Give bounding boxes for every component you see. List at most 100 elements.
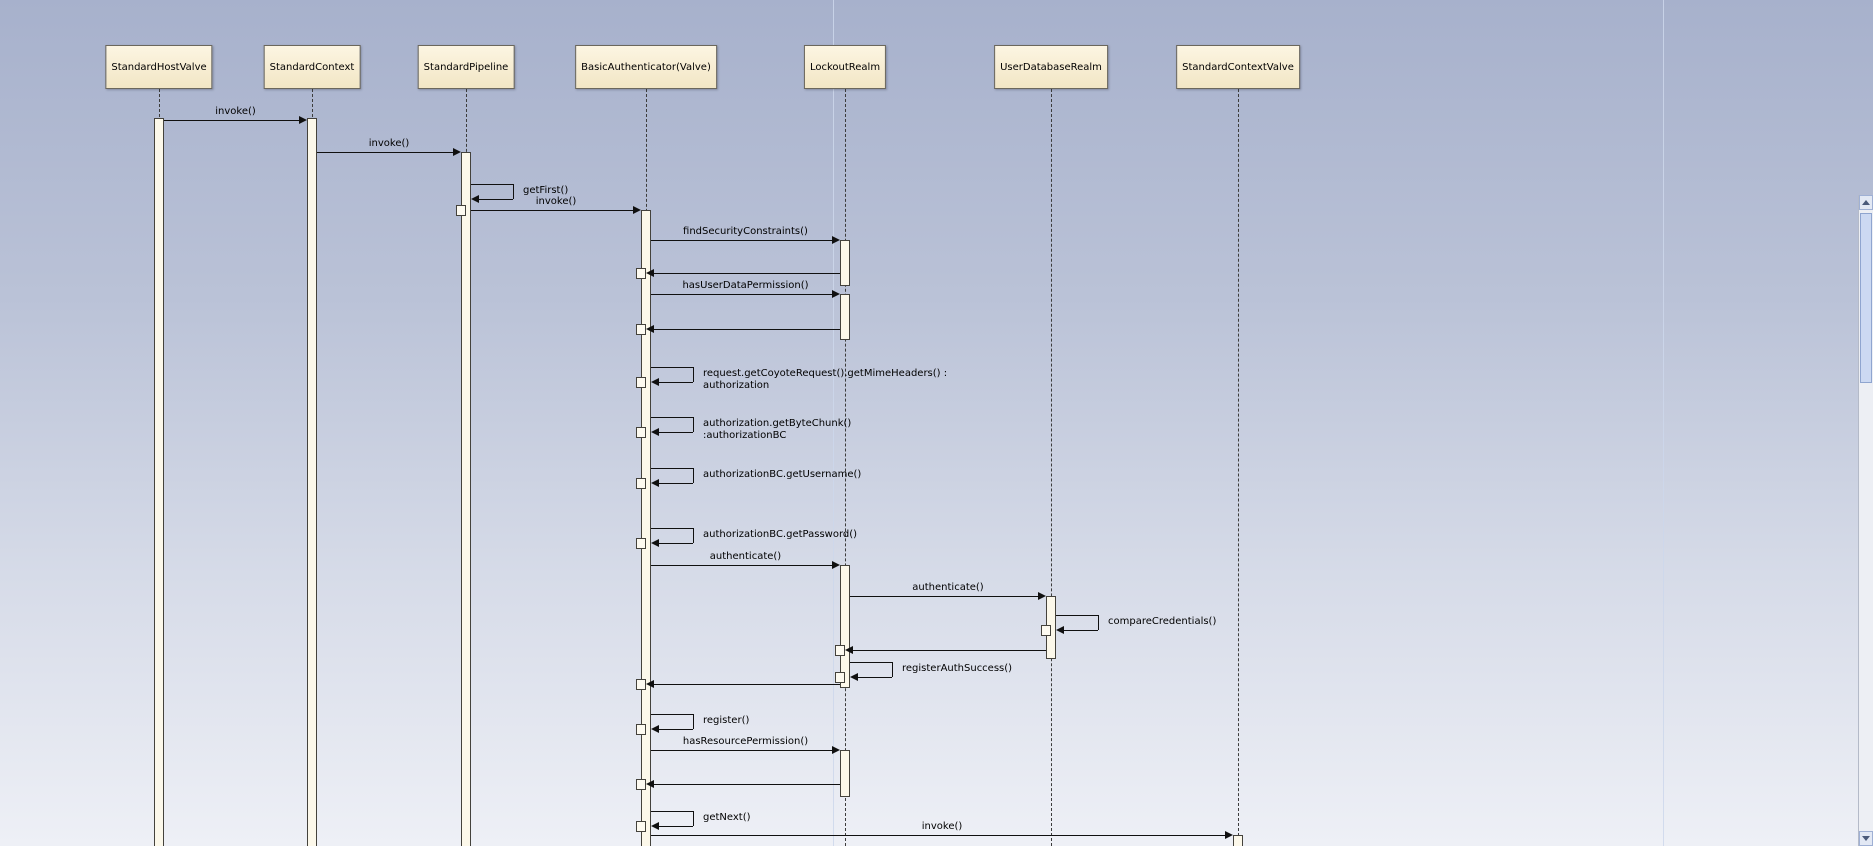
call-arrowhead-icon bbox=[832, 561, 840, 569]
message-label[interactable]: getNext() bbox=[703, 812, 751, 823]
scroll-down-button[interactable] bbox=[1859, 831, 1873, 846]
lifeline-header[interactable]: StandardContextValve bbox=[1176, 45, 1300, 89]
nested-activation-square bbox=[636, 377, 646, 388]
message-label[interactable]: register() bbox=[703, 715, 750, 726]
self-call-arrowhead-icon bbox=[1056, 626, 1064, 634]
activation-bar[interactable] bbox=[840, 750, 850, 797]
message-label[interactable]: request.getCoyoteRequest().getMimeHeader… bbox=[703, 368, 948, 391]
message-label[interactable]: getFirst() bbox=[523, 185, 569, 196]
self-call-line-top bbox=[651, 367, 693, 368]
activation-bar[interactable] bbox=[840, 240, 850, 286]
self-call-line-bottom bbox=[858, 677, 892, 678]
self-call-arrowhead-icon bbox=[651, 428, 659, 436]
message-label[interactable]: authorization.getByteChunk() :authorizat… bbox=[703, 418, 852, 441]
message-label[interactable]: authenticate() bbox=[912, 582, 984, 593]
self-call-line-top bbox=[651, 528, 693, 529]
self-call-line-side bbox=[693, 714, 694, 729]
message-label[interactable]: authenticate() bbox=[709, 551, 782, 562]
self-call-line-bottom bbox=[659, 729, 693, 730]
arrow-down-icon bbox=[1862, 836, 1870, 841]
return-line[interactable] bbox=[654, 273, 840, 274]
lifeline-header[interactable]: BasicAuthenticator(Valve) bbox=[575, 45, 717, 89]
self-call-arrowhead-icon bbox=[651, 539, 659, 547]
message-line[interactable] bbox=[471, 210, 633, 211]
self-call-line-bottom bbox=[659, 826, 693, 827]
activation-bar[interactable] bbox=[641, 210, 651, 846]
self-call-line-side bbox=[693, 528, 694, 543]
self-call-arrowhead-icon bbox=[471, 195, 479, 203]
self-call-line-side bbox=[1098, 615, 1099, 630]
scroll-up-button[interactable] bbox=[1859, 195, 1873, 210]
call-arrowhead-icon bbox=[832, 290, 840, 298]
message-line[interactable] bbox=[850, 596, 1038, 597]
message-label[interactable]: registerAuthSuccess() bbox=[902, 663, 1013, 674]
page-break-line bbox=[1663, 0, 1664, 846]
message-label[interactable]: invoke() bbox=[215, 106, 256, 117]
message-label[interactable]: compareCredentials() bbox=[1108, 616, 1217, 627]
return-line[interactable] bbox=[654, 684, 840, 685]
message-label[interactable]: hasResourcePermission() bbox=[682, 736, 809, 747]
activation-bar[interactable] bbox=[1233, 835, 1243, 846]
nested-activation-square bbox=[636, 324, 646, 335]
call-arrowhead-icon bbox=[832, 236, 840, 244]
message-label[interactable]: authorizationBC.getPassword() bbox=[703, 529, 858, 540]
message-label[interactable]: authorizationBC.getUsername() bbox=[703, 469, 862, 480]
call-arrowhead-icon bbox=[832, 746, 840, 754]
nested-activation-square bbox=[835, 645, 845, 656]
self-call-line-side bbox=[693, 417, 694, 432]
lifeline-header[interactable]: UserDatabaseRealm bbox=[994, 45, 1108, 89]
message-line[interactable] bbox=[651, 565, 832, 566]
activation-bar[interactable] bbox=[840, 294, 850, 340]
self-call-line-top bbox=[1056, 615, 1098, 616]
return-arrowhead-icon bbox=[845, 646, 853, 654]
self-call-line-bottom bbox=[659, 543, 693, 544]
return-line[interactable] bbox=[853, 650, 1046, 651]
self-call-line-bottom bbox=[659, 432, 693, 433]
activation-bar[interactable] bbox=[154, 118, 164, 846]
self-call-line-side bbox=[693, 468, 694, 483]
return-line[interactable] bbox=[654, 329, 840, 330]
activation-bar[interactable] bbox=[307, 118, 317, 846]
lifeline-header[interactable]: StandardContext bbox=[263, 45, 361, 89]
self-call-line-top bbox=[471, 184, 513, 185]
lifeline-header[interactable]: StandardPipeline bbox=[417, 45, 515, 89]
vertical-scrollbar[interactable] bbox=[1858, 195, 1873, 846]
message-line[interactable] bbox=[317, 152, 453, 153]
self-call-line-bottom bbox=[659, 483, 693, 484]
message-line[interactable] bbox=[651, 750, 832, 751]
lifeline-header[interactable]: StandardHostValve bbox=[105, 45, 213, 89]
return-line[interactable] bbox=[654, 784, 840, 785]
message-label[interactable]: invoke() bbox=[535, 196, 577, 207]
lifeline-4 bbox=[845, 89, 846, 846]
self-call-arrowhead-icon bbox=[651, 479, 659, 487]
message-label[interactable]: hasUserDataPermission() bbox=[682, 280, 809, 291]
message-label[interactable]: findSecurityConstraints() bbox=[683, 226, 808, 237]
self-call-line-side bbox=[693, 367, 694, 382]
message-line[interactable] bbox=[651, 240, 832, 241]
nested-activation-square bbox=[636, 779, 646, 790]
self-call-line-side bbox=[892, 662, 893, 677]
return-arrowhead-icon bbox=[646, 269, 654, 277]
return-arrowhead-icon bbox=[646, 325, 654, 333]
message-line[interactable] bbox=[651, 294, 832, 295]
lifeline-header[interactable]: LockoutRealm bbox=[803, 45, 887, 89]
activation-bar[interactable] bbox=[840, 565, 850, 688]
nested-activation-square bbox=[636, 724, 646, 735]
self-call-arrowhead-icon bbox=[651, 378, 659, 386]
nested-activation-square bbox=[636, 679, 646, 690]
self-call-line-top bbox=[850, 662, 892, 663]
activation-bar[interactable] bbox=[461, 152, 471, 846]
scrollbar-thumb[interactable] bbox=[1860, 213, 1872, 383]
self-call-arrowhead-icon bbox=[651, 822, 659, 830]
message-line[interactable] bbox=[651, 835, 1225, 836]
self-call-line-bottom bbox=[479, 199, 513, 200]
return-arrowhead-icon bbox=[646, 680, 654, 688]
message-line[interactable] bbox=[164, 120, 299, 121]
message-label[interactable]: invoke() bbox=[921, 821, 963, 832]
self-call-line-top bbox=[651, 417, 693, 418]
nested-activation-square bbox=[636, 268, 646, 279]
nested-activation-square bbox=[636, 427, 646, 438]
message-label[interactable]: invoke() bbox=[368, 138, 410, 149]
page-break-line bbox=[833, 0, 834, 846]
